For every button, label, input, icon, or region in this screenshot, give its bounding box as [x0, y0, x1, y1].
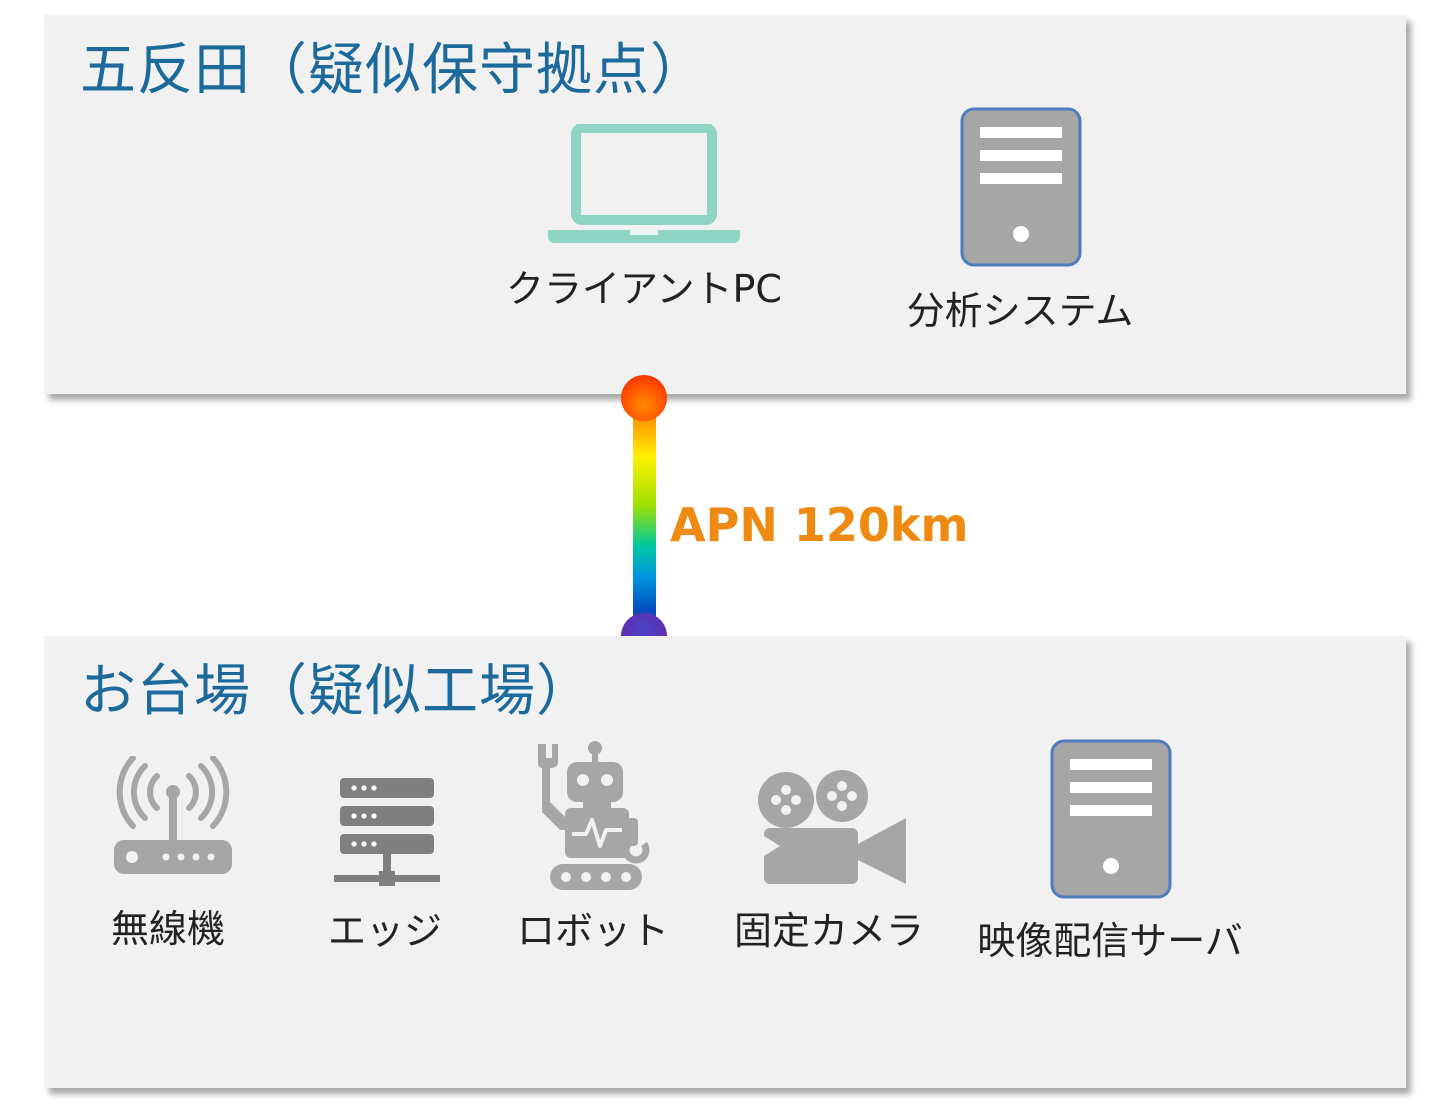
device-label-edge: エッジ [327, 909, 443, 953]
device-label-client-pc: クライアントPC [506, 267, 782, 311]
device-label-analysis-system: 分析システム [906, 289, 1134, 333]
link-endpoint-top [621, 375, 667, 421]
robot-icon [538, 741, 650, 890]
device-label-wireless: 無線機 [110, 907, 226, 951]
site-title-odaiba: お台場（疑似工場） [80, 659, 593, 724]
site-panel-gotanda: 五反田（疑似保守拠点） [44, 15, 1406, 394]
server-tower-icon [960, 107, 1082, 267]
device-label-video-server: 映像配信サーバ [977, 919, 1243, 963]
network-link-line [633, 397, 656, 637]
video-camera-icon [758, 770, 906, 884]
rack-server-icon [334, 778, 440, 886]
laptop-icon [548, 124, 740, 243]
device-label-fixed-camera: 固定カメラ [733, 909, 925, 953]
device-label-robot: ロボット [516, 909, 670, 953]
server-tower-icon [1050, 739, 1172, 899]
site-title-gotanda: 五反田（疑似保守拠点） [80, 38, 707, 103]
wireless-router-icon [114, 756, 232, 874]
link-label: APN 120km [670, 498, 969, 552]
site-panel-odaiba: お台場（疑似工場） [44, 636, 1406, 1088]
